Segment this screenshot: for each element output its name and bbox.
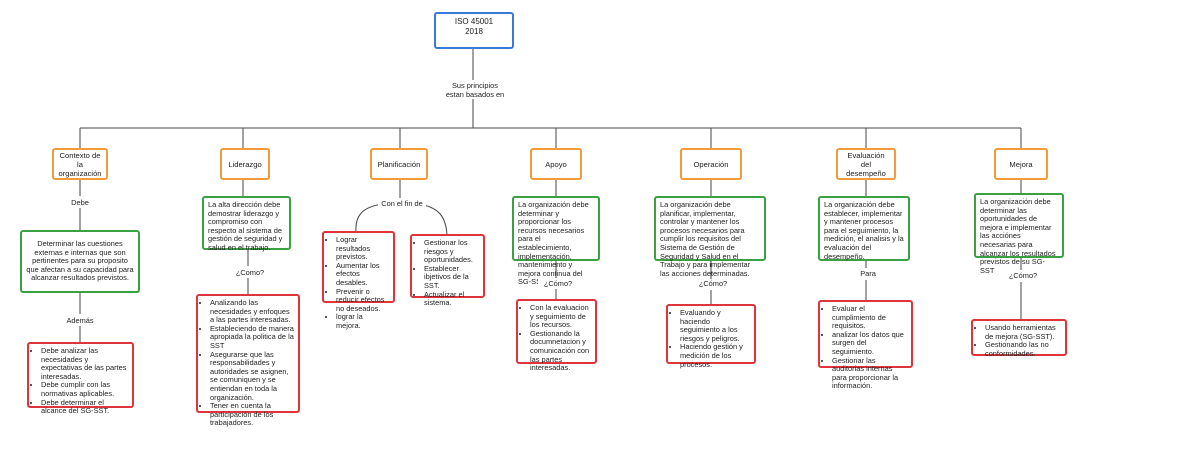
list-item: Analizando las necesidades y enfoques a … (210, 298, 294, 325)
label-como: ¿Cómo? (538, 279, 578, 288)
list-item: Usando herramientas de mejora (SG-SST). (985, 323, 1061, 341)
list-item: Debe determinar el alcance del SG-SST. (41, 398, 128, 416)
branch-title-contexto: Contexto de la organización (52, 148, 108, 180)
description-text: La organización debe determinar las opor… (980, 197, 1056, 275)
description-text: La organización debe planificar, impleme… (660, 200, 751, 278)
list-item: lograr la mejora. (336, 312, 389, 330)
description-apoyo: La organización debe determinar y propor… (512, 196, 600, 286)
list-item: Con la evaluacion y seguimiento de los r… (530, 303, 591, 330)
items-apoyo: Con la evaluacion y seguimiento de los r… (516, 299, 597, 372)
connector-label: Sus principios estan basados en (440, 81, 510, 99)
list-item: Gestionar los riesgos y oportunidades. (424, 238, 479, 265)
root-year: 2018 (465, 26, 483, 36)
description-text: La alta dirección debe demostrar lideraz… (208, 200, 283, 252)
label-como: ¿Cómo? (693, 279, 733, 288)
list-item: Gestionando la documnetacion y comunicac… (530, 329, 591, 373)
branch-title-planificacion: Planificación (370, 148, 428, 180)
items-operacion: Evaluando y haciendo seguimiento a los r… (666, 304, 756, 368)
branch-title-text: Apoyo (545, 159, 567, 169)
label-para: Para (852, 269, 884, 278)
description-contexto: Determinar las cuestiones externas e int… (20, 230, 140, 293)
list-item: Establecer ibjetivos de la SST. (424, 264, 479, 291)
list-item: Gestionar las auditorias internas para p… (832, 356, 907, 391)
list-item: Evaluar el cumplimiento de requisitos. (832, 304, 907, 331)
description-liderazgo: La alta dirección debe demostrar lideraz… (202, 196, 291, 252)
description-evaluacion: La organización debe establecer, impleme… (818, 196, 910, 261)
branch-title-evaluacion: Evaluación del desempeño (836, 148, 896, 180)
branch-title-text: Evaluación del desempeño (846, 150, 886, 178)
label-como: ¿Como? (230, 268, 270, 277)
branch-title-text: Contexto de la organización (58, 150, 102, 178)
items-evaluacion: Evaluar el cumplimiento de requisitos. a… (818, 300, 913, 390)
items-contexto: Debe analizar las necesidades y expectat… (27, 342, 134, 415)
items-planificacion-right: Gestionar los riesgos y oportunidades. E… (410, 234, 485, 307)
branch-title-apoyo: Apoyo (530, 148, 582, 180)
list-item: Haciendo gestión y medición de los proce… (680, 343, 750, 369)
list-item: Evaluando y haciendo seguimiento a los r… (680, 308, 750, 343)
list-item: Actualizar el sistema. (424, 290, 479, 308)
list-item: Estableciendo de manera apropiada la pol… (210, 324, 294, 351)
label-debe: Debe (66, 198, 94, 207)
list-item: Aumentar los efectos desables. (336, 261, 389, 288)
description-operacion: La organización debe planificar, impleme… (654, 196, 766, 278)
label-con-el-fin-de: Con el fin de (378, 199, 426, 208)
root-node: ISO 45001 2018 (434, 12, 514, 49)
list-item: Gestionando las no conformidades. (985, 340, 1061, 358)
list-item: Debe analizar las necesidades y expectat… (41, 346, 128, 381)
list-item: Asegurarse que las responsabilidades y a… (210, 350, 294, 403)
root-title: ISO 45001 (454, 17, 494, 26)
branch-title-mejora: Mejora (994, 148, 1048, 180)
list-item: analizar los datos que surgen del seguim… (832, 330, 907, 357)
items-liderazgo: Analizando las necesidades y enfoques a … (196, 294, 300, 427)
label-como: ¿Cómo? (1003, 271, 1043, 280)
description-text: Determinar las cuestiones externas e int… (26, 239, 134, 283)
branch-title-text: Mejora (1009, 159, 1033, 169)
list-item: Prevenir o reducir efectos no deseados. (336, 287, 389, 314)
list-item: Tener en cuenta la participación de los … (210, 401, 294, 428)
branch-title-liderazgo: Liderazgo (220, 148, 270, 180)
branch-title-text: Planificación (377, 159, 421, 169)
branch-title-text: Operación (693, 159, 729, 169)
description-text: La organización debe establecer, impleme… (824, 200, 904, 261)
items-mejora: Usando herramientas de mejora (SG-SST). … (971, 319, 1067, 358)
items-planificacion-left: Lograr resultados previstos. Aumentar lo… (322, 231, 395, 330)
list-item: Lograr resultados previstos. (336, 235, 389, 262)
list-item: Debe cumplir con las normativas aplicabl… (41, 381, 128, 398)
branch-title-operacion: Operación (680, 148, 742, 180)
description-text: La organización debe determinar y propor… (518, 200, 589, 287)
label-ademas: Además (62, 316, 98, 325)
description-mejora: La organización debe determinar las opor… (974, 193, 1064, 275)
branch-title-text: Liderazgo (228, 159, 262, 169)
